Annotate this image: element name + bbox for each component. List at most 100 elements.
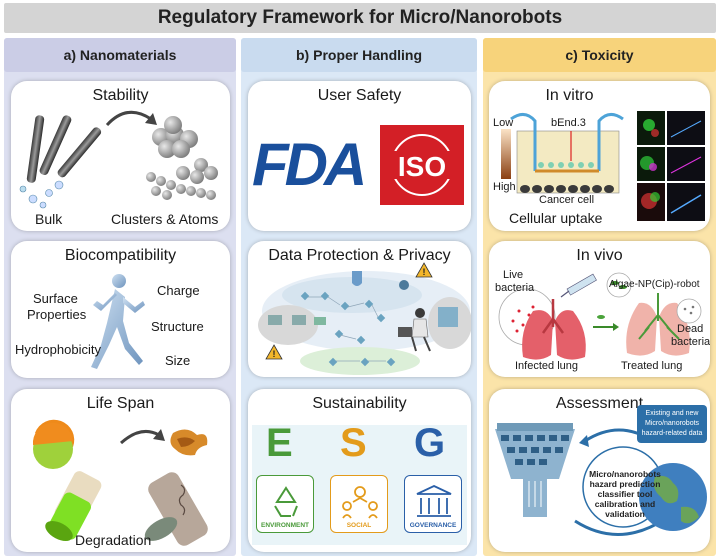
globe-line-2: Micro/nanorobots	[644, 420, 700, 427]
social-label: SOCIAL	[346, 522, 372, 529]
center-line-2: hazard prediction	[589, 479, 661, 489]
live-label-1: Live	[503, 269, 524, 281]
grid-icon	[438, 307, 458, 327]
globe-line-1: Existing and new	[645, 410, 699, 417]
esg-s-letter: S	[340, 421, 367, 465]
recycle-icon	[274, 486, 298, 517]
classifier-caption: Micro/nanorobots hazard prediction class…	[585, 469, 665, 519]
lung-treatment-diagram	[498, 272, 702, 360]
cancer-label: Cancer cell	[539, 194, 595, 206]
dead-bacteria-circle	[676, 298, 702, 324]
dead-label-1: Dead	[677, 323, 704, 335]
fluorescence-images	[637, 111, 705, 221]
lock-icon	[399, 280, 409, 290]
hydrophobicity-label: Hydrophobicity	[15, 342, 101, 357]
degraded-tube-icon	[144, 472, 208, 546]
card-stability: Stability	[11, 81, 230, 231]
clusters-icon	[146, 116, 218, 200]
sustain-title: Sustainability	[312, 395, 407, 412]
stability-title: Stability	[92, 87, 149, 104]
tubular-robot-icon	[45, 471, 102, 541]
header-nanomaterials: a) Nanomaterials	[4, 38, 236, 72]
running-figure-icon	[91, 274, 145, 369]
fda-logo-text: FDA	[252, 131, 363, 198]
environment-box: ENVIRONMENT	[256, 475, 314, 533]
dead-label-2: bacteria	[671, 336, 710, 348]
treatment-arrow-icon	[593, 315, 619, 331]
bulk-label: Bulk	[35, 211, 63, 227]
card-in-vitro: In vitro	[489, 81, 710, 231]
safety-title: User Safety	[317, 87, 402, 104]
people-icon	[342, 486, 378, 519]
governance-box: GOVERNANCE	[404, 475, 462, 533]
gradient-scale-icon	[501, 129, 511, 179]
center-line-5: validation	[605, 509, 645, 519]
header-toxicity: c) Toxicity	[483, 38, 716, 72]
page-title: Regulatory Framework for Micro/Nanorobot…	[4, 3, 716, 33]
warning-icon-2	[265, 344, 283, 360]
degraded-fragment-icon	[170, 429, 208, 456]
high-label: High	[493, 181, 516, 193]
card-lifespan: Life Span Degradation	[11, 389, 230, 552]
center-line-3: classifier tool	[597, 489, 653, 499]
charge-label: Charge	[157, 283, 200, 298]
esg-e-letter: E	[266, 421, 293, 465]
iso-logo-icon: ISO	[380, 125, 464, 205]
size-label: Size	[165, 353, 191, 368]
uptake-label: Cellular uptake	[509, 210, 603, 226]
transform-arrow-icon	[105, 110, 152, 127]
stability-illustration	[19, 110, 218, 209]
bend-label: bEnd.3	[551, 117, 586, 129]
surface-label-1: Surface	[33, 291, 78, 306]
live-label-2: bacteria	[495, 282, 535, 294]
card-assessment: Assessment Existing and new Micr	[489, 389, 710, 552]
transwell-diagram	[501, 111, 705, 221]
structure-label: Structure	[151, 319, 204, 334]
privacy-network-diagram: ! !	[258, 262, 471, 375]
surface-label-2: Properties	[27, 307, 87, 322]
globe-line-3: hazard-related data	[641, 430, 703, 437]
svg-text:!: !	[423, 267, 426, 277]
infected-lung-icon	[522, 299, 586, 360]
assessment-diagram	[495, 405, 707, 536]
globe-caption: Existing and new Micro/nanorobots hazard…	[639, 409, 705, 439]
social-box: SOCIAL	[330, 475, 388, 533]
environment-label: ENVIRONMENT	[260, 522, 310, 529]
syringe-icon	[560, 273, 597, 298]
card-data-privacy: Data Protection & Privacy ! !	[248, 241, 471, 377]
degrade-arrow-icon	[119, 429, 160, 445]
svg-text:!: !	[273, 349, 276, 359]
warning-icon	[415, 262, 433, 278]
card-in-vivo: In vivo Live	[489, 241, 710, 377]
globe-icon	[639, 463, 707, 531]
janus-sphere-icon	[32, 419, 75, 469]
funnel-icon	[495, 423, 575, 517]
low-label: Low	[493, 117, 514, 129]
card-biocompatibility: Biocompatibility Surface Properties Char…	[11, 241, 230, 378]
building-icon	[416, 485, 452, 517]
bulk-rods-icon	[19, 115, 102, 209]
clusters-label: Clusters & Atoms	[111, 211, 219, 227]
invitro-title: In vitro	[545, 87, 594, 104]
infected-label: Infected lung	[515, 360, 578, 372]
esg-g-letter: G	[414, 421, 446, 465]
privacy-title: Data Protection & Privacy	[268, 247, 451, 264]
assessment-title: Assessment	[555, 395, 644, 412]
governance-label: GOVERNANCE	[409, 522, 457, 529]
center-line-1: Micro/nanorobots	[589, 469, 661, 479]
lifespan-title: Life Span	[86, 395, 155, 412]
invivo-title: In vivo	[576, 247, 623, 264]
biocompat-title: Biocompatibility	[64, 247, 177, 264]
treated-label: Treated lung	[621, 360, 683, 372]
globe-callout	[637, 405, 707, 443]
degradation-illustration	[32, 419, 208, 546]
degradation-label: Degradation	[75, 532, 152, 548]
header-proper-handling: b) Proper Handling	[241, 38, 477, 72]
person-at-desk-icon	[398, 308, 431, 352]
fda-logo-icon: FDA	[252, 131, 367, 198]
shield-icon	[352, 271, 362, 286]
card-sustainability: Sustainability E S G ENVIRONMENT SOCIAL …	[248, 389, 471, 552]
algae-robot-circle	[606, 272, 632, 298]
card-user-safety: User Safety FDA ISO	[248, 81, 471, 231]
iso-logo-text: ISO	[398, 151, 446, 182]
